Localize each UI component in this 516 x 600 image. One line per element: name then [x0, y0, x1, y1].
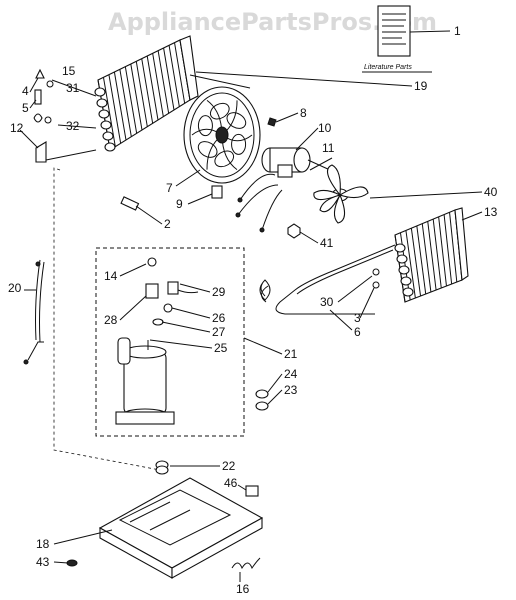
callout-c46: 46	[224, 476, 238, 490]
leader-c46	[237, 484, 247, 491]
callout-c13: 13	[484, 205, 498, 219]
leader-c10	[295, 127, 319, 151]
callout-c15: 15	[62, 64, 76, 78]
callout-c11: 11	[322, 141, 335, 155]
callout-c22: 22	[222, 459, 236, 473]
callout-c3: 3	[354, 311, 361, 325]
leader-c18	[53, 529, 113, 545]
callout-c21: 21	[284, 347, 298, 361]
leader-c41	[299, 231, 319, 244]
callout-c43: 43	[36, 555, 50, 569]
screw-43	[66, 559, 78, 567]
leader-c23	[267, 389, 283, 405]
fan-motor	[235, 147, 331, 233]
callout-c2: 2	[164, 217, 171, 231]
literature-label: Literature Parts	[364, 64, 412, 71]
tag-46	[245, 485, 259, 497]
callout-c14: 14	[104, 269, 118, 283]
leader-c43	[53, 561, 69, 564]
screw-8	[267, 117, 277, 127]
leader-c8	[275, 112, 299, 123]
leader-c2	[135, 205, 163, 225]
leader-c40	[369, 191, 483, 199]
callout-labels: 1234567891011121314151618192021222324252…	[8, 24, 498, 596]
callout-c8: 8	[300, 106, 307, 120]
callout-c24: 24	[284, 367, 298, 381]
leader-c12	[19, 129, 39, 149]
callout-c32: 32	[66, 119, 80, 133]
callout-c20: 20	[8, 281, 22, 295]
callout-c27: 27	[212, 325, 226, 339]
leader-c4	[29, 77, 39, 93]
leader-c13	[461, 211, 483, 221]
callout-c25: 25	[214, 341, 228, 355]
callout-c28: 28	[104, 313, 118, 327]
callout-c10: 10	[318, 121, 332, 135]
callout-c1: 1	[454, 24, 461, 38]
leader-c9	[187, 193, 213, 205]
callout-c16: 16	[236, 582, 250, 596]
callout-c41: 41	[320, 236, 334, 250]
leader-c14	[119, 263, 147, 277]
leader-c19	[195, 71, 413, 87]
condenser-coil	[394, 207, 469, 303]
clip-9	[211, 185, 223, 199]
washers-30-3	[372, 268, 380, 289]
leader-c6	[329, 309, 353, 331]
nut-41	[287, 223, 301, 239]
leader-c28	[119, 295, 147, 321]
leader-c27	[161, 321, 211, 333]
leader-c30	[337, 275, 373, 303]
callout-c30: 30	[320, 295, 334, 309]
callout-c7: 7	[166, 181, 173, 195]
leader-c5	[29, 99, 37, 109]
wire-clip-16	[231, 557, 261, 570]
callout-c31: 31	[66, 81, 80, 95]
leader-c24	[267, 373, 283, 393]
evaporator-coil	[94, 35, 251, 152]
compressor-assembly	[95, 247, 245, 437]
fan-blade	[313, 164, 369, 224]
callout-c6: 6	[354, 325, 361, 339]
callout-c19: 19	[414, 79, 428, 93]
shaft-2	[120, 196, 140, 211]
callout-c9: 9	[176, 197, 183, 211]
callout-c18: 18	[36, 537, 50, 551]
leader-c11	[309, 157, 333, 171]
callout-c12: 12	[10, 121, 24, 135]
nuts-24-23	[255, 389, 269, 411]
blower-wheel	[183, 86, 261, 184]
callout-c4: 4	[22, 84, 29, 98]
leader-c26	[171, 307, 211, 319]
leader-c29	[179, 283, 211, 293]
base-pan	[98, 477, 264, 579]
wire-harness	[23, 259, 45, 365]
grommet-22	[155, 460, 169, 475]
callout-c26: 26	[212, 311, 226, 325]
callout-c29: 29	[212, 285, 226, 299]
drain-parts	[33, 68, 97, 163]
literature-booklet: Literature Parts	[362, 5, 451, 73]
leader-c25	[149, 339, 213, 349]
callout-c40: 40	[484, 185, 498, 199]
callout-c5: 5	[22, 101, 29, 115]
leader-c21	[243, 337, 283, 355]
leader-c3	[359, 287, 375, 319]
refrigerant-tubing	[259, 244, 396, 315]
leader-c7	[175, 169, 201, 187]
callout-c23: 23	[284, 383, 298, 397]
